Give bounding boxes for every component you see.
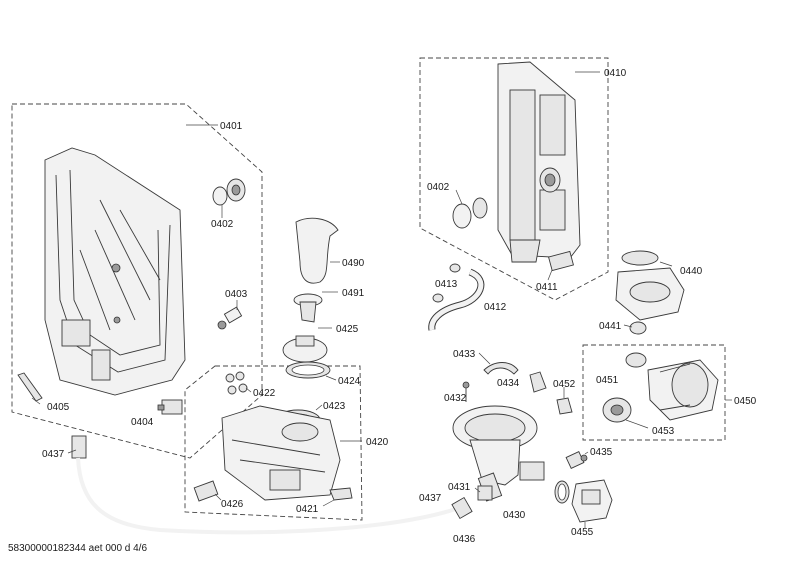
softener-0422-seals [225,371,248,395]
label-0432: 0432 [444,393,467,404]
label-0450: 0450 [734,396,757,407]
label-0430: 0430 [503,510,526,521]
connector-0426 [193,480,219,502]
lid-0425 [282,335,328,363]
label-0434: 0434 [497,378,520,389]
seal-ring-0402 [212,178,246,206]
label-0426: 0426 [221,499,244,510]
label-0405: 0405 [47,402,70,413]
label-0413: 0413 [435,279,458,290]
label-0441: 0441 [599,321,622,332]
label-0423: 0423 [323,401,346,412]
seal-0455 [554,480,570,504]
label-0411: 0411 [536,282,558,293]
label-0410: 0410 [604,68,627,79]
label-0425: 0425 [336,324,359,335]
drain-hose [71,435,473,535]
water-pocket-panel [44,147,186,396]
label-0431: 0431 [448,482,471,493]
label-0404: 0404 [131,417,154,428]
label-0412: 0412 [484,302,507,313]
label-0435: 0435 [590,447,613,458]
filter-0431 [477,485,493,501]
label-0491: 0491 [342,288,365,299]
softener-unit [221,405,341,501]
label-0451: 0451 [596,375,619,386]
label-0453: 0453 [652,426,675,437]
label-0437-right: 0437 [419,493,442,504]
bracket-0452 [556,397,573,415]
label-0403: 0403 [225,289,248,300]
document-footer: 58300000182344 aet 000 d 4/6 [8,543,148,554]
hose-0412 [428,268,485,331]
label-0452: 0452 [553,379,576,390]
seal-ring-0402-right [452,197,488,229]
group-box-0410 [419,57,609,301]
water-pocket-0410 [497,61,581,263]
clamp-0413 [432,263,461,303]
valve-0403 [217,306,243,330]
valve-0411 [548,250,574,272]
label-0490: 0490 [342,258,365,269]
gasket-0424 [285,361,331,379]
cap-0491 [293,293,323,323]
label-0422: 0422 [253,388,276,399]
label-0402-right: 0402 [427,182,450,193]
group-box-0420 [184,365,363,521]
pump-0450 [625,352,719,421]
heater-0440 [615,250,685,321]
clip-0421 [329,487,353,501]
label-0401: 0401 [220,121,243,132]
label-0437-left: 0437 [42,449,65,460]
deflector-0433 [483,362,519,375]
label-0440: 0440 [680,266,703,277]
screw-0432 [462,381,470,402]
group-box-0401 [11,103,263,459]
valve-0435 [565,451,588,469]
label-0433: 0433 [453,349,476,360]
label-0420: 0420 [366,437,389,448]
impeller-0453 [602,397,632,423]
pump-0455 [571,479,613,523]
clip-0405 [17,372,43,402]
label-0436: 0436 [453,534,476,545]
label-0455: 0455 [571,527,594,538]
funnel-0490 [295,217,339,284]
seal-0441 [629,321,647,335]
label-0402-left: 0402 [211,219,234,230]
label-0424: 0424 [338,376,361,387]
sensor-0404 [157,399,183,415]
group-box-0450 [582,344,726,441]
pin-0434 [529,371,547,393]
label-0421: 0421 [296,504,319,515]
